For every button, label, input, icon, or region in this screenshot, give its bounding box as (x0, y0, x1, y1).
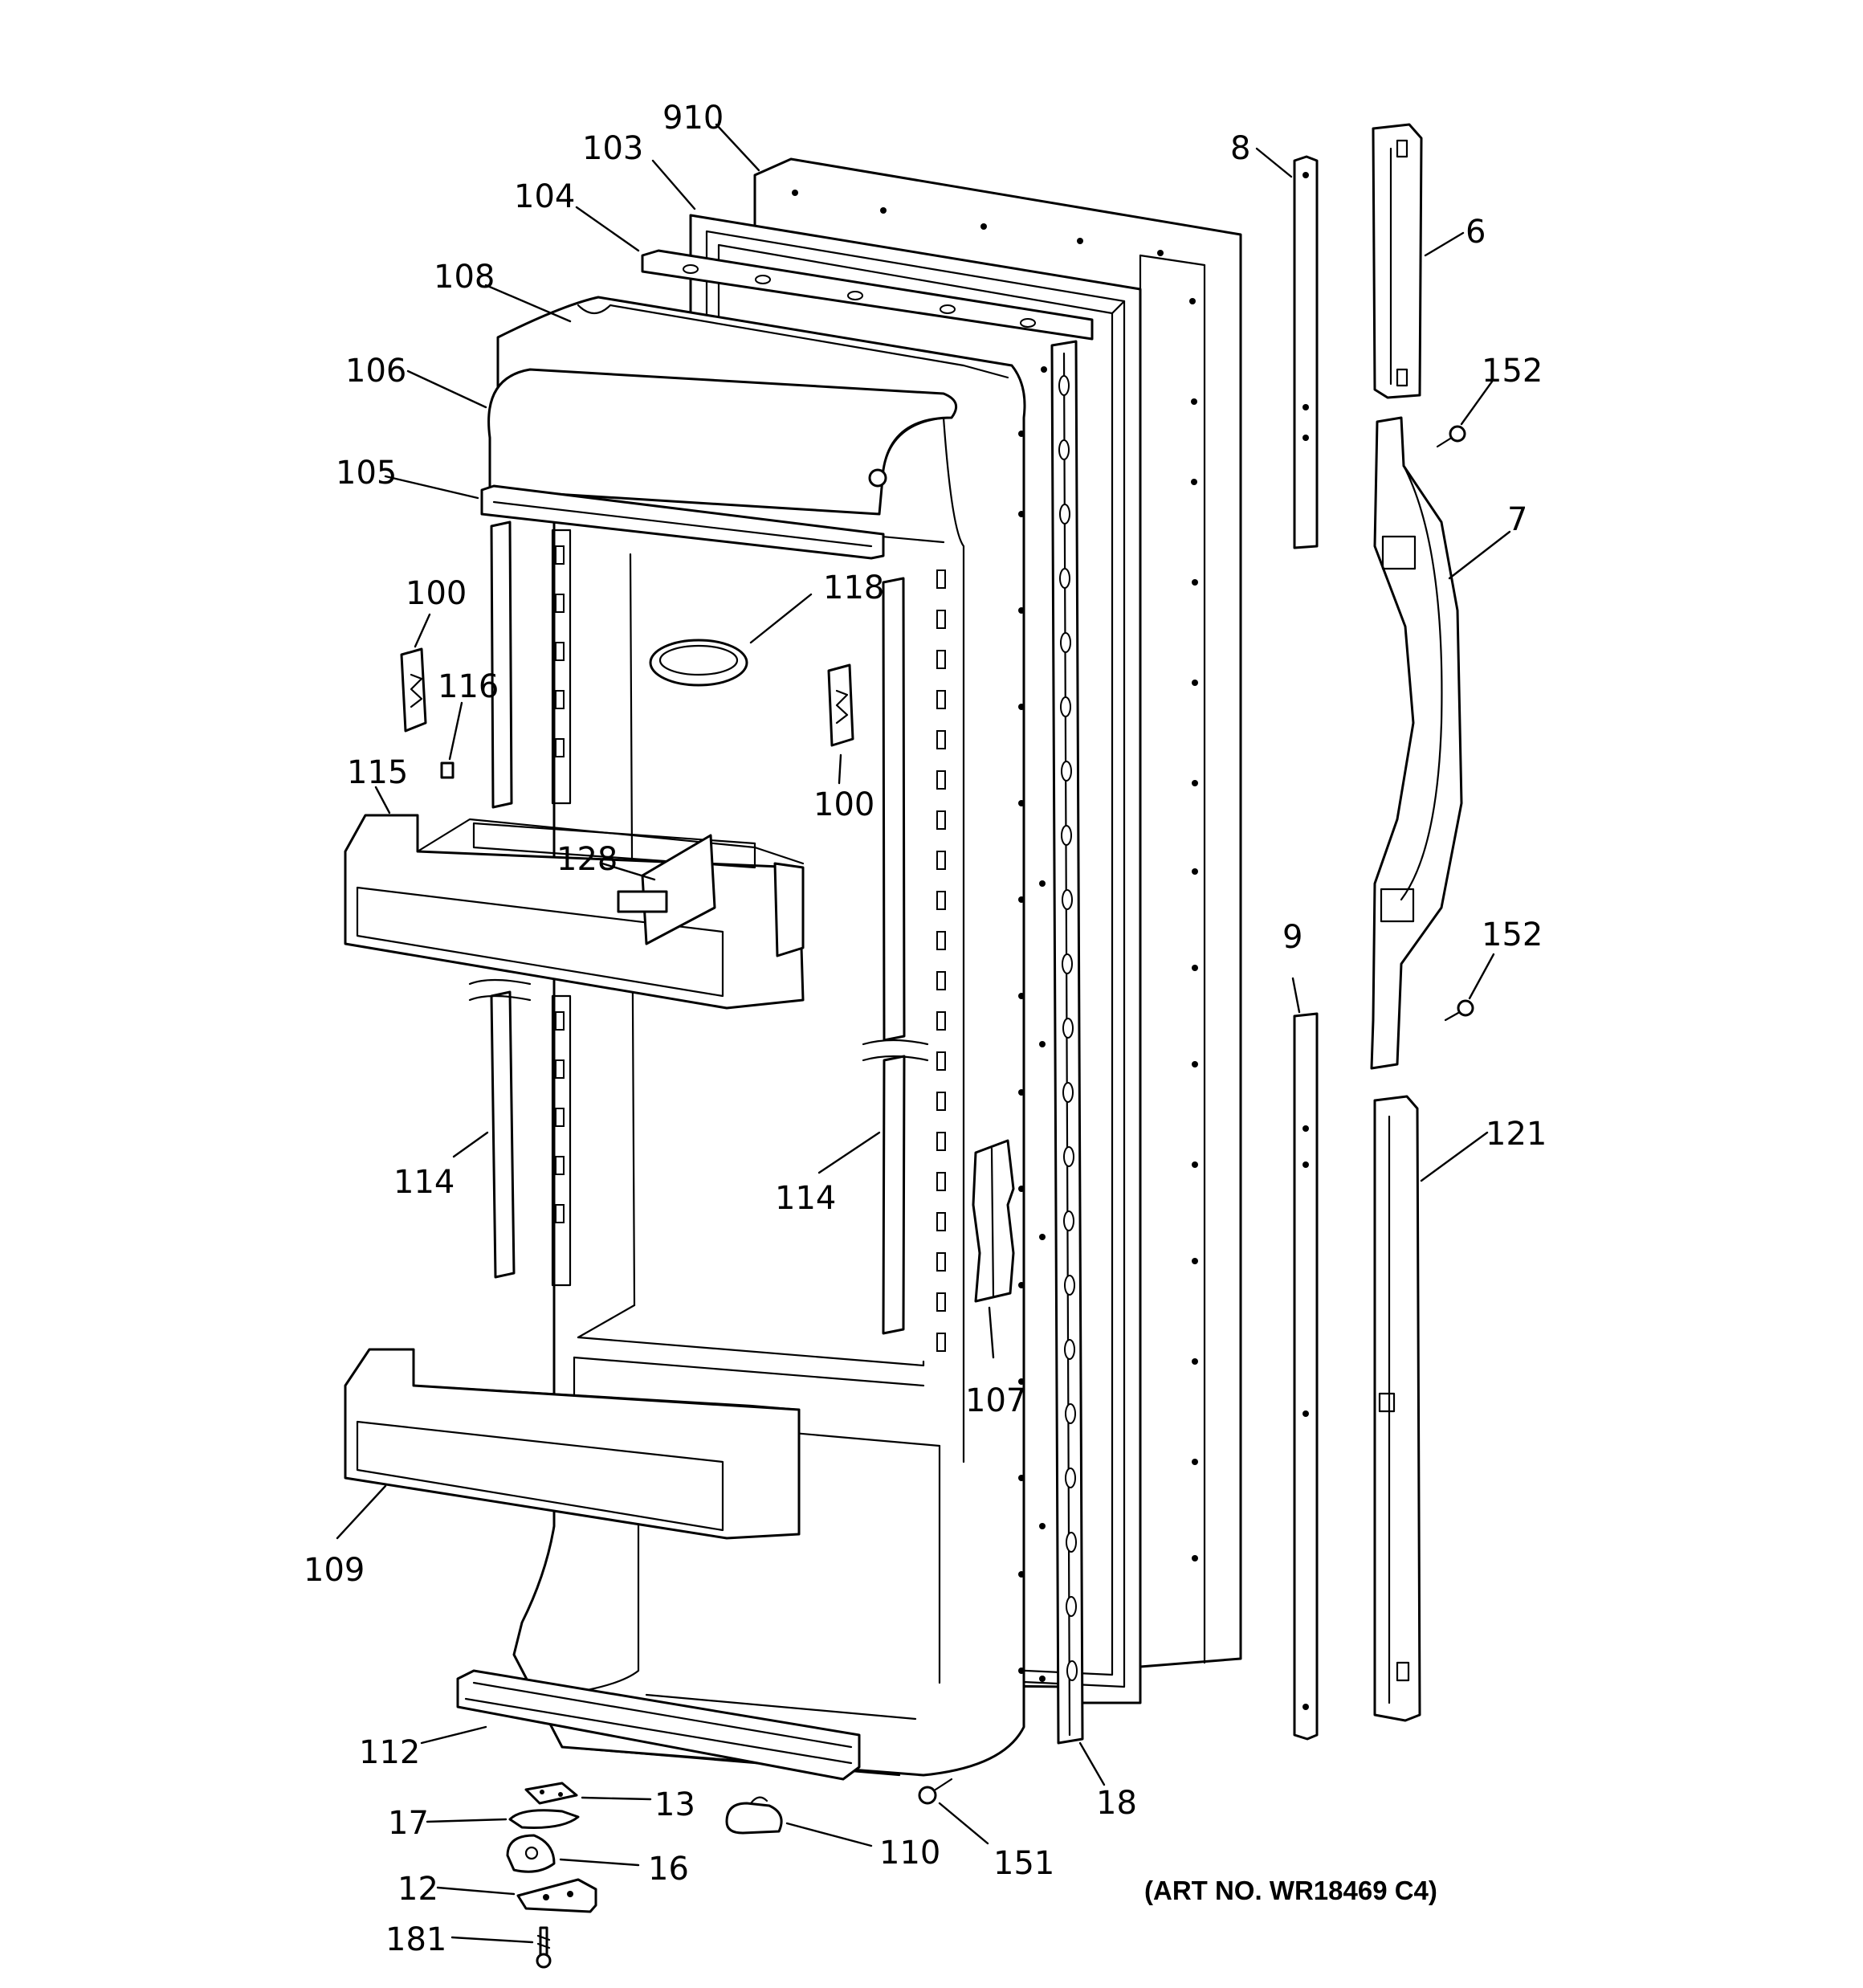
hinge-bracket-12 (516, 1878, 597, 1913)
callout-100-left: 100 (406, 575, 467, 612)
callout-17: 17 (388, 1805, 429, 1842)
top-trim-104 (641, 249, 1094, 341)
shelf-support-100-right (827, 663, 854, 747)
callout-116: 116 (438, 668, 499, 705)
dairy-door-106 (487, 368, 958, 516)
art-number: (ART NO. WR18469 C4) (1144, 1876, 1437, 1905)
callout-118: 118 (823, 569, 884, 606)
screw-151 (918, 1778, 953, 1805)
callout-114-right: 114 (775, 1180, 836, 1217)
liner-right-rail-slots (936, 569, 946, 1352)
callout-121: 121 (1486, 1116, 1547, 1153)
shelf-rail-114-left (468, 520, 532, 1279)
callout-7: 7 (1507, 501, 1527, 538)
callout-100-right: 100 (813, 786, 874, 823)
clip-116 (440, 761, 455, 779)
hinge-trim-holes (1039, 366, 1047, 1682)
callout-112: 112 (359, 1734, 420, 1771)
outer-door-screw-holes (792, 190, 1198, 1561)
callout-109: 109 (304, 1552, 365, 1589)
shelf-rail-114-right (862, 577, 929, 1335)
door-bin-109 (344, 1348, 801, 1540)
handle-cap-6 (1372, 123, 1423, 399)
trim-strip-8 (1293, 155, 1319, 549)
callout-9: 9 (1282, 919, 1302, 956)
handle-base-121 (1373, 1095, 1421, 1722)
callout-18: 18 (1096, 1785, 1137, 1822)
callout-16: 16 (648, 1851, 689, 1888)
hinge-cam-16 (506, 1834, 556, 1873)
callout-108: 108 (434, 259, 495, 296)
callout-8: 8 (1230, 130, 1250, 167)
callout-151: 151 (993, 1845, 1054, 1882)
screw-152-bottom (1444, 999, 1474, 1022)
callout-104: 104 (514, 178, 575, 215)
callout-128: 128 (556, 841, 618, 878)
callout-152-bottom: 152 (1482, 916, 1543, 953)
callout-107: 107 (965, 1382, 1026, 1419)
callout-114-left: 114 (393, 1164, 455, 1201)
bracket-107 (972, 1139, 1015, 1303)
liner-left-rail-slots (555, 545, 565, 1223)
hinge-plate-13 (524, 1782, 578, 1805)
handle-7 (1370, 416, 1463, 1070)
leader-lines (336, 123, 1511, 1944)
dairy-door-bar-105 (480, 468, 887, 560)
trim-strip-9 (1293, 1012, 1319, 1741)
callout-910: 910 (662, 100, 724, 137)
callout-labels: 910 103 104 108 106 105 100 116 115 128 … (304, 100, 1547, 1958)
screw-181 (536, 1926, 552, 1969)
hinge-trim-strip-18 (1050, 340, 1084, 1745)
screw-152-top (1436, 425, 1466, 448)
callout-103: 103 (582, 130, 643, 167)
liner-flange-holes (1018, 431, 1025, 1674)
bin-divider-128 (617, 834, 716, 945)
callout-181: 181 (385, 1921, 446, 1958)
callout-105: 105 (336, 455, 397, 492)
callout-12: 12 (397, 1871, 438, 1908)
callout-13: 13 (654, 1786, 695, 1823)
callout-115: 115 (347, 754, 408, 791)
bottom-trim-112 (456, 1669, 861, 1781)
callout-110: 110 (879, 1835, 940, 1872)
shelf-support-100-left (400, 647, 427, 733)
callout-106: 106 (345, 353, 406, 390)
callout-6: 6 (1466, 214, 1486, 251)
callout-152-top: 152 (1482, 353, 1543, 390)
pad-118 (649, 639, 748, 687)
cap-110 (725, 1796, 783, 1835)
shim-17 (508, 1809, 580, 1829)
